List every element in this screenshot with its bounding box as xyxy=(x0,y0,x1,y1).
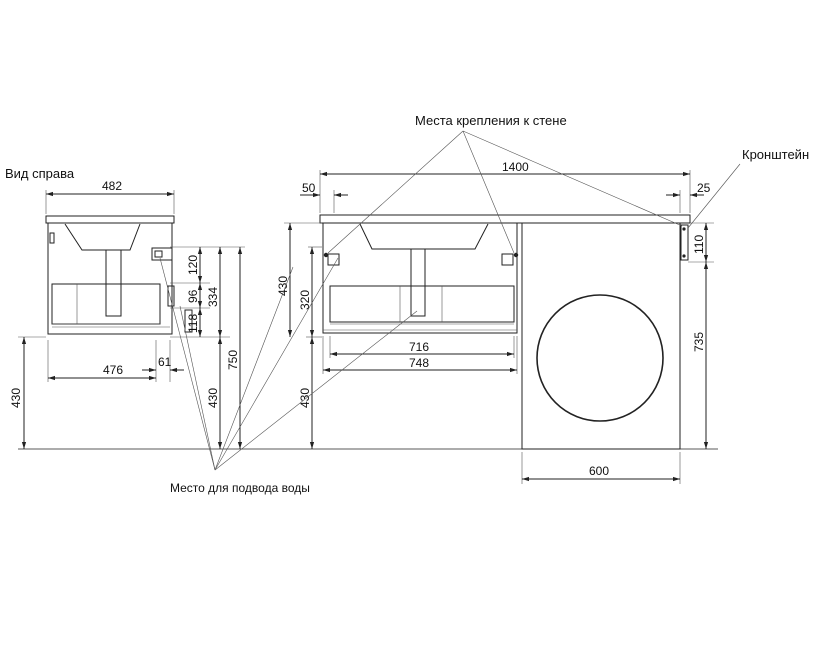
dim-front-735: 735 xyxy=(692,332,706,352)
dim-side-430-floor: 430 xyxy=(9,388,23,408)
dim-front-716: 716 xyxy=(409,340,429,354)
dim-front-110: 110 xyxy=(692,235,706,254)
front-siphon xyxy=(410,248,426,317)
dim-side-61: 61 xyxy=(158,355,172,369)
washing-machine xyxy=(521,222,681,450)
dim-side-476: 476 xyxy=(103,363,123,377)
dim-side-118: 118 xyxy=(186,314,200,333)
side-cabinet-body xyxy=(47,223,173,335)
side-water-connector xyxy=(151,247,173,261)
dim-front-25: 25 xyxy=(697,181,711,195)
dim-front-430-floor: 430 xyxy=(298,388,312,408)
side-view-label: Вид справа xyxy=(5,166,75,181)
side-mount-clip xyxy=(49,232,55,244)
dim-side-430-inner: 430 xyxy=(206,388,220,408)
dim-front-430-top: 430 xyxy=(276,276,290,296)
front-mount-right xyxy=(501,253,514,266)
side-drain-connector xyxy=(167,285,175,307)
dim-side-750: 750 xyxy=(226,350,240,370)
front-countertop xyxy=(319,214,691,224)
side-view: Вид справа 482 120 96 118 xyxy=(5,166,245,449)
wall-mounts-label: Места крепления к стене xyxy=(415,113,567,128)
callout-bracket: Кронштейн xyxy=(687,147,809,229)
front-sink-bowl xyxy=(359,223,489,250)
side-siphon xyxy=(105,249,122,317)
washing-machine-door xyxy=(536,294,664,422)
front-drawer xyxy=(329,285,515,323)
side-sink-bowl xyxy=(64,223,141,251)
dim-side-96: 96 xyxy=(186,289,200,303)
front-view: 1400 50 25 430 320 430 716 748 110 735 xyxy=(276,160,714,484)
dim-front-320: 320 xyxy=(298,290,312,310)
callout-wall-mounts: Места крепления к стене xyxy=(327,113,683,254)
dim-side-482: 482 xyxy=(102,179,122,193)
callout-water-supply: Место для подвода воды xyxy=(159,257,418,495)
bracket-icon xyxy=(680,224,689,261)
dim-front-600: 600 xyxy=(589,464,609,478)
dim-front-748: 748 xyxy=(409,356,429,370)
bracket-label: Кронштейн xyxy=(742,147,809,162)
dim-front-1400: 1400 xyxy=(502,160,529,174)
front-cabinet xyxy=(322,223,518,334)
side-countertop xyxy=(45,215,175,224)
dim-side-334: 334 xyxy=(206,287,220,307)
dim-front-50: 50 xyxy=(302,181,316,195)
water-supply-label: Место для подвода воды xyxy=(170,481,310,495)
dim-side-120: 120 xyxy=(186,255,200,275)
front-mount-left xyxy=(327,253,340,266)
